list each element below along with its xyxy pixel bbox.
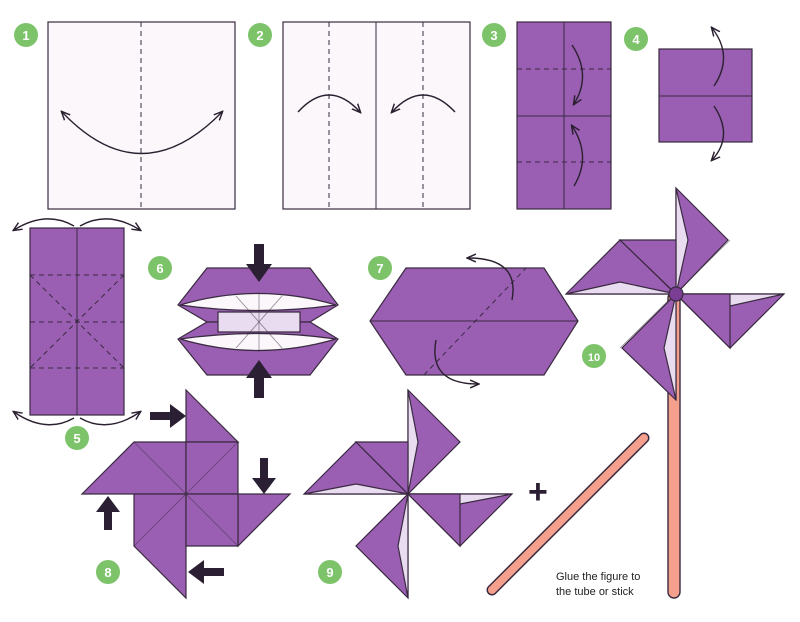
step-8-diagram (80, 388, 292, 600)
step-badge-5: 5 (65, 426, 89, 450)
step-badge-9: 9 (318, 560, 342, 584)
step-badge-8: 8 (96, 560, 120, 584)
step-6-diagram (177, 244, 339, 398)
step-9-diagram (302, 388, 514, 600)
step-badge-2: 2 (248, 23, 272, 47)
step-1-diagram (47, 21, 236, 210)
svg-text:2: 2 (256, 28, 263, 43)
caption-line-2: the tube or stick (556, 586, 634, 598)
step-10-diagram (564, 186, 786, 599)
step-badge-6: 6 (148, 256, 172, 280)
step-badge-7: 7 (368, 256, 392, 280)
svg-text:6: 6 (156, 261, 163, 276)
step-4-diagram (658, 28, 753, 160)
step-2-diagram (282, 21, 471, 210)
svg-text:4: 4 (632, 32, 640, 47)
step-badge-10: 10 (582, 344, 606, 368)
svg-text:7: 7 (376, 261, 383, 276)
step-badge-1: 1 (14, 23, 38, 47)
svg-text:9: 9 (326, 565, 333, 580)
plus-sign: + (528, 473, 548, 511)
glue-stick-illustration (486, 432, 650, 596)
step-badge-3: 3 (482, 23, 506, 47)
step-5-diagram (14, 218, 140, 426)
caption-line-1: Glue the figure to (556, 571, 640, 583)
step-badge-4: 4 (624, 27, 648, 51)
svg-text:5: 5 (73, 431, 80, 446)
svg-text:1: 1 (22, 28, 29, 43)
svg-text:10: 10 (588, 352, 600, 364)
svg-text:3: 3 (490, 28, 497, 43)
step-7-diagram (369, 258, 579, 384)
step-3-diagram (516, 21, 612, 210)
svg-text:8: 8 (104, 565, 111, 580)
